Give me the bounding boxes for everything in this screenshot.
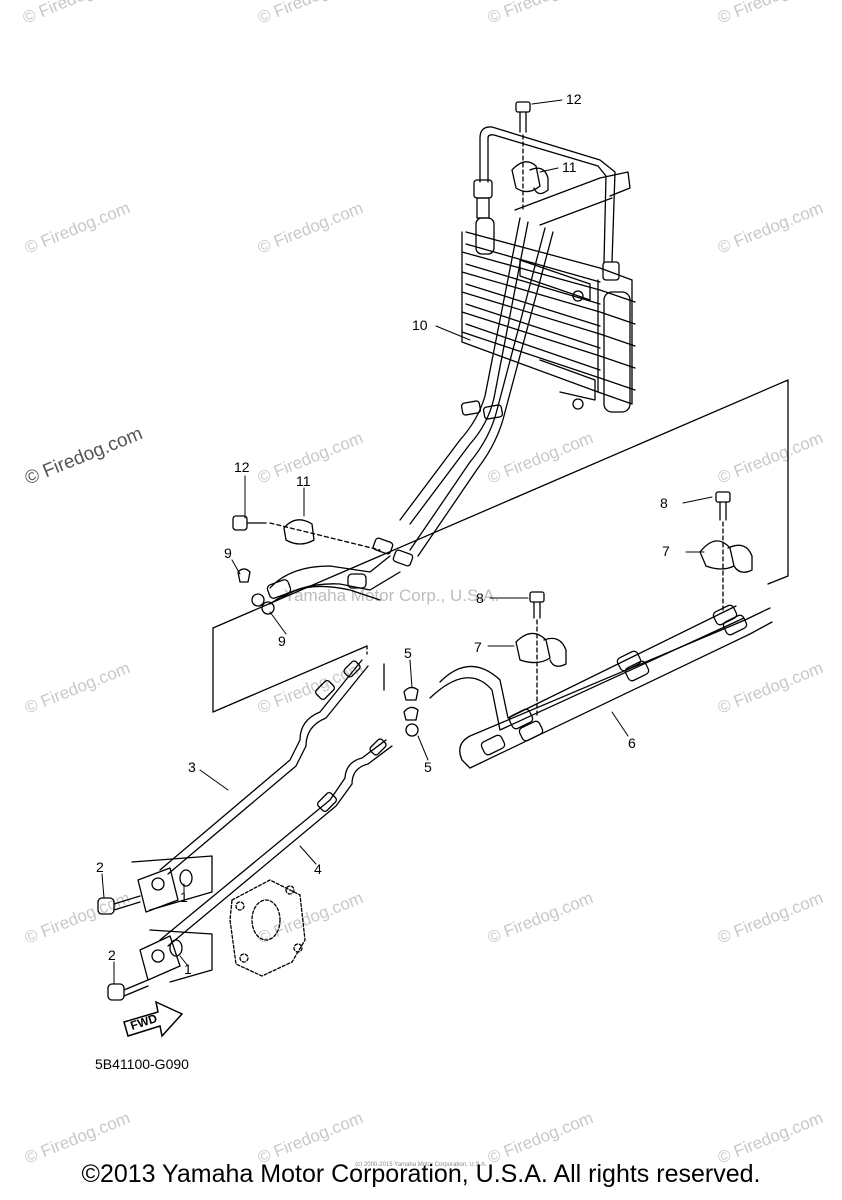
callout-2-bottom: 2	[108, 947, 116, 963]
cooler-hoses	[372, 171, 631, 567]
clamp-11-top	[511, 161, 549, 195]
clamp-7-mid	[515, 591, 567, 719]
callout-4: 4	[314, 861, 322, 877]
callout-9-top: 9	[224, 545, 232, 561]
callout-1-top: 1	[180, 889, 188, 905]
pipe-3	[159, 659, 369, 875]
callout-3: 3	[188, 759, 196, 775]
pipe-4	[159, 738, 393, 947]
callout-7-mid: 7	[474, 639, 482, 655]
callout-5-top: 5	[404, 645, 412, 661]
callout-6: 6	[628, 735, 636, 751]
leader-lines	[101, 99, 713, 985]
engine-mount	[229, 879, 306, 977]
bolt-12-top	[515, 101, 531, 213]
copyright-notice: ©2013 Yamaha Motor Corporation, U.S.A. A…	[81, 1160, 761, 1188]
callout-9-bottom: 9	[278, 633, 286, 649]
callout-8-mid: 8	[476, 590, 484, 606]
callout-1-bottom: 1	[184, 961, 192, 977]
tiny-copyright: (c) 2000-2015 Yamaha Motor Corporation, …	[355, 1162, 487, 1168]
callout-11-top: 11	[562, 159, 577, 175]
fitting-5	[403, 686, 419, 737]
left-hose-cluster	[232, 515, 401, 615]
callout-10: 10	[412, 317, 428, 333]
section-frame	[212, 379, 789, 713]
callout-8-right: 8	[660, 495, 668, 511]
callout-11-left: 11	[296, 473, 311, 489]
callout-7-right: 7	[662, 543, 670, 559]
union-top	[97, 855, 213, 915]
clamp-7-right	[699, 491, 753, 611]
fwd-arrow-icon: FWD	[123, 1000, 184, 1038]
figure-code: 5B41100-G090	[95, 1056, 189, 1072]
corp-watermark: Yamaha Motor Corp., U.S.A.	[284, 586, 500, 605]
cooler-top-pipe	[473, 126, 620, 281]
callout-12-left: 12	[234, 459, 250, 475]
callout-5-bottom: 5	[424, 759, 432, 775]
callout-12-top: 12	[566, 91, 582, 107]
union-bottom	[107, 929, 213, 1001]
hose-6	[429, 604, 773, 769]
callout-2-top: 2	[96, 859, 104, 875]
